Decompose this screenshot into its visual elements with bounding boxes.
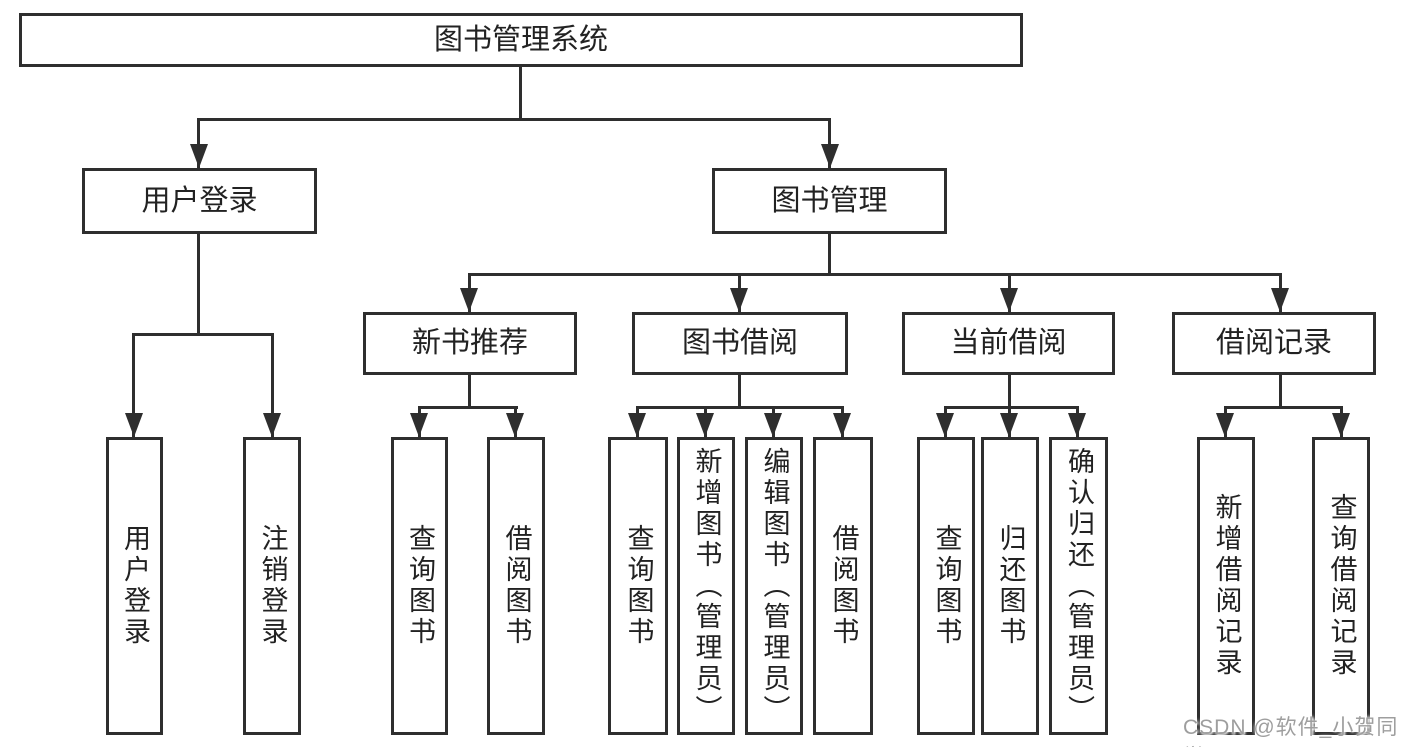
connector-root-trunk — [519, 67, 522, 120]
arrowhead-borrowing-records — [1271, 288, 1289, 312]
node-leaf-confirm-return-admin: 确认归还（管理员） — [1049, 437, 1108, 735]
arrowhead-book-borrowing — [730, 288, 748, 312]
node-leaf-borrow-books-recommend: 借阅图书 — [487, 437, 545, 735]
node-book-management: 图书管理 — [712, 168, 947, 234]
node-leaf-query-borrow-record: 查询借阅记录 — [1312, 437, 1370, 735]
connector-book-management-trunk — [828, 234, 831, 275]
connector-recommend-rail — [418, 406, 518, 409]
connector-stem-book-management — [828, 118, 831, 168]
node-leaf-add-borrow-record: 新增借阅记录 — [1197, 437, 1255, 735]
connector-stem-leaf-user-login — [132, 333, 135, 437]
node-leaf-query-books-recommend: 查询图书 — [391, 437, 448, 735]
connector-current-trunk — [1008, 375, 1011, 408]
connector-level3-rail — [468, 273, 1282, 276]
node-new-book-recommend: 新书推荐 — [363, 312, 577, 375]
arrowhead-borrowing-add — [696, 413, 714, 437]
node-book-borrowing: 图书借阅 — [632, 312, 848, 375]
node-leaf-return-books: 归还图书 — [981, 437, 1039, 735]
connector-records-rail — [1224, 406, 1343, 409]
csdn-watermark: CSDN @软件_小贺同学 — [1183, 716, 1399, 747]
arrowhead-borrowing-edit — [764, 413, 782, 437]
connector-stem-leaf-logout — [271, 333, 274, 437]
node-leaf-user-login: 用户登录 — [106, 437, 163, 735]
arrowhead-current-return — [1000, 413, 1018, 437]
arrowhead-recommend-borrow — [506, 413, 524, 437]
arrowhead-current-borrowing — [1000, 288, 1018, 312]
connector-recommend-trunk — [468, 375, 471, 408]
connector-borrowing-trunk — [738, 375, 741, 408]
node-leaf-logout: 注销登录 — [243, 437, 301, 735]
node-root-library-system: 图书管理系统 — [19, 13, 1023, 67]
arrowhead-new-book-recommend — [460, 288, 478, 312]
arrowhead-user-login — [190, 144, 208, 168]
arrowhead-recommend-query — [410, 413, 428, 437]
connector-user-login-rail — [132, 333, 274, 336]
node-borrowing-records: 借阅记录 — [1172, 312, 1376, 375]
arrowhead-records-query — [1332, 413, 1350, 437]
node-leaf-add-books-admin: 新增图书（管理员） — [677, 437, 735, 735]
arrowhead-leaf-logout — [263, 413, 281, 437]
arrowhead-records-add — [1216, 413, 1234, 437]
node-user-login: 用户登录 — [82, 168, 317, 234]
node-leaf-borrow-books: 借阅图书 — [813, 437, 873, 735]
arrowhead-borrowing-borrow — [833, 413, 851, 437]
node-leaf-query-books-current: 查询图书 — [917, 437, 975, 735]
node-current-borrowing: 当前借阅 — [902, 312, 1115, 375]
connector-records-trunk — [1279, 375, 1282, 408]
connector-user-login-trunk — [197, 234, 200, 335]
arrowhead-leaf-user-login — [125, 413, 143, 437]
connector-stem-user-login — [197, 118, 200, 168]
arrowhead-book-management — [821, 144, 839, 168]
node-leaf-edit-books-admin: 编辑图书（管理员） — [745, 437, 803, 735]
connector-current-rail — [944, 406, 1078, 409]
connector-level2-rail — [197, 118, 831, 121]
arrowhead-current-query — [936, 413, 954, 437]
arrowhead-current-confirm — [1068, 413, 1086, 437]
connector-borrowing-rail — [636, 406, 843, 409]
node-leaf-query-books-borrowing: 查询图书 — [608, 437, 668, 735]
arrowhead-borrowing-query — [628, 413, 646, 437]
